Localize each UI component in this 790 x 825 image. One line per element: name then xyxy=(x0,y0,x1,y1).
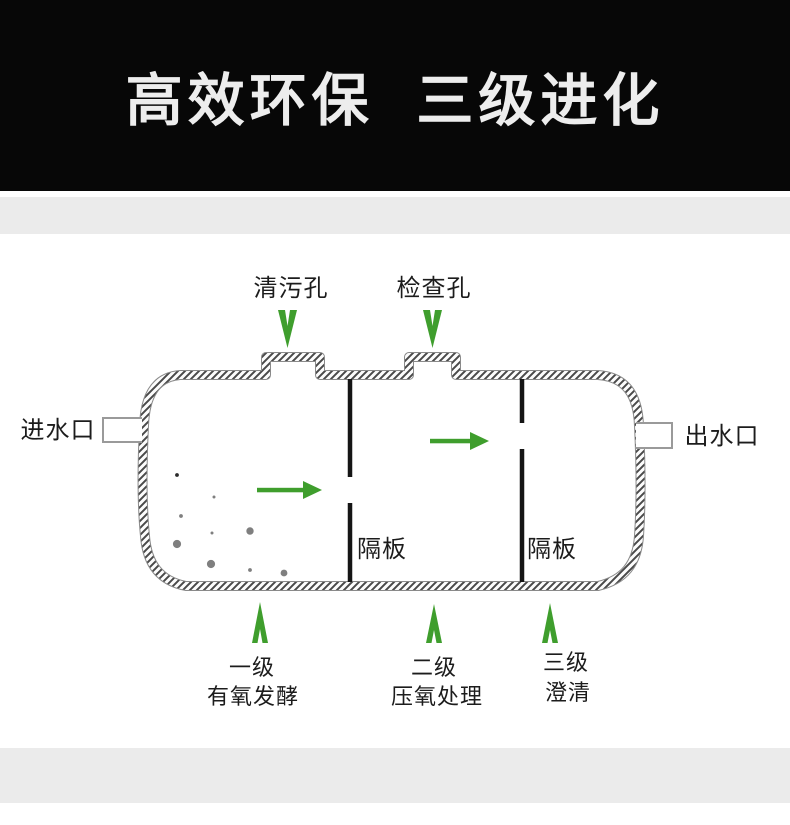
tank-shell xyxy=(137,352,646,591)
stage2-name: 二级 xyxy=(411,655,457,680)
inlet-label: 进水口 xyxy=(21,417,96,444)
stage2-pointer-icon xyxy=(426,604,442,643)
cleanout-port-label: 清污孔 xyxy=(254,275,329,302)
stage3-process: 澄清 xyxy=(545,680,591,705)
stage1-pointer-icon xyxy=(252,602,268,643)
gray-band-top xyxy=(0,197,790,234)
baffle-1-label: 隔板 xyxy=(357,536,407,563)
sludge-particles xyxy=(172,473,288,577)
stage2-process: 压氧处理 xyxy=(391,684,483,709)
stage1-process: 有氧发酵 xyxy=(207,684,299,709)
inlet-pipe xyxy=(102,417,142,443)
outlet-pipe xyxy=(636,422,673,449)
cleanout-pointer-icon xyxy=(278,310,297,348)
page-title: 高效环保 三级进化 xyxy=(125,68,665,133)
outlet-label: 出水口 xyxy=(685,423,760,450)
stage3-pointer-icon xyxy=(542,603,558,643)
diagram-panel: 清污孔 检查孔 进水口 出水口 隔板 隔板 一级 有氧发酵 二级 压氧处理 三级… xyxy=(0,234,790,748)
divider-strip xyxy=(0,191,790,197)
septic-tank-diagram: 清污孔 检查孔 进水口 出水口 隔板 隔板 一级 有氧发酵 二级 压氧处理 三级… xyxy=(21,275,760,709)
stage1-name: 一级 xyxy=(229,655,275,680)
title-banner: 高效环保 三级进化 xyxy=(0,0,790,191)
baffle-2-label: 隔板 xyxy=(527,536,577,563)
inspection-port-label: 检查孔 xyxy=(397,275,472,302)
footer-white xyxy=(0,803,790,825)
inspection-pointer-icon xyxy=(423,310,442,348)
flow-arrow-1-icon xyxy=(257,481,322,499)
gray-band-bottom xyxy=(0,748,790,803)
flow-arrow-2-icon xyxy=(430,432,489,450)
stage3-name: 三级 xyxy=(543,650,589,675)
